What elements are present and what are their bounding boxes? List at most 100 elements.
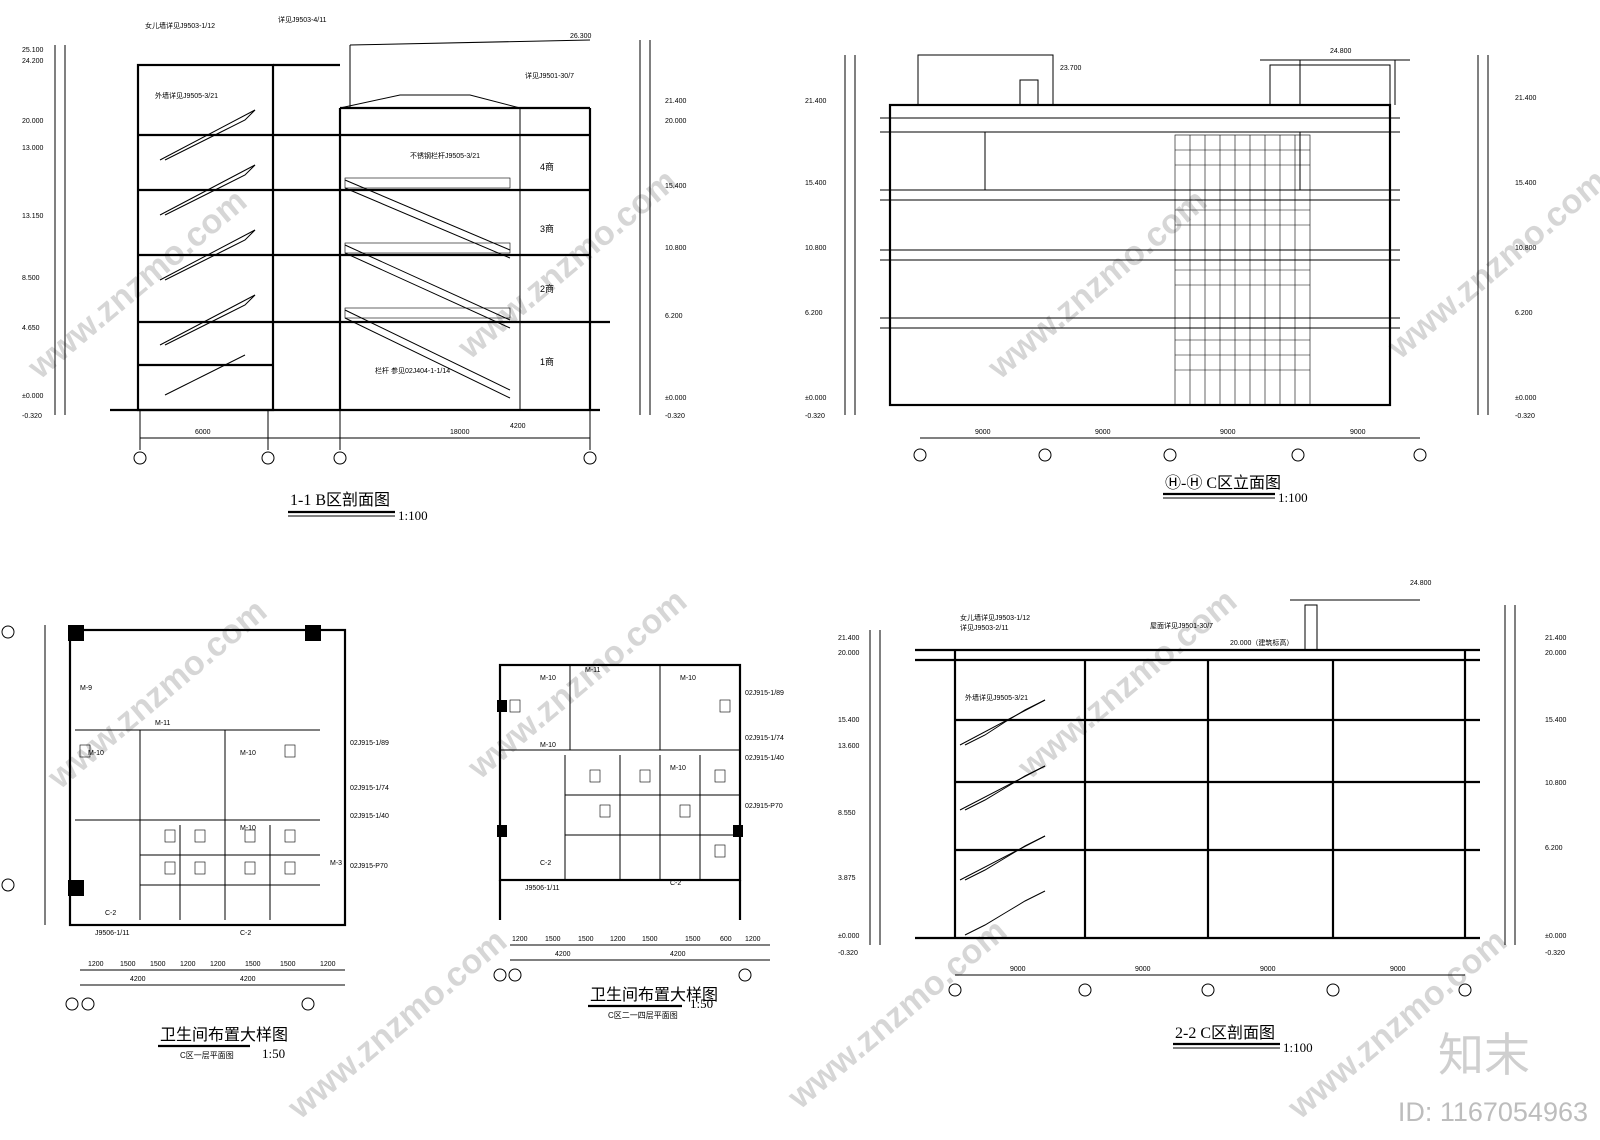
drawing-title: 卫生间布置大样图 xyxy=(160,1026,288,1044)
elevation-mark: -0.320 xyxy=(805,413,825,420)
level-column-left: 21.400 15.400 10.800 6.200 ±0.000 -0.320 xyxy=(805,55,856,420)
dimension-text: 1200 xyxy=(210,961,226,968)
elevation-mark: 26.300 xyxy=(570,33,592,40)
elevation-mark: 21.400 xyxy=(1545,635,1567,642)
watermark-layer: www.znzmo.com www.znzmo.com www.znzmo.co… xyxy=(20,162,1600,1127)
dimension-text: 4200 xyxy=(670,951,686,958)
partition-walls xyxy=(500,665,740,880)
elevation-mark: 25.100 xyxy=(22,47,44,54)
annotation-text: J9506-1/11 xyxy=(525,885,560,892)
level-column-right: 21.400 20.000 15.400 10.800 6.200 ±0.000… xyxy=(1504,605,1567,957)
door-label: C-2 xyxy=(240,930,251,937)
drawing-scale: 1:50 xyxy=(262,1046,285,1061)
annotation-text: J9506-1/11 xyxy=(95,930,130,937)
elevation-mark: 24.800 xyxy=(1410,580,1432,587)
drawing-subtitle: C区二一四层平面图 xyxy=(608,1011,678,1020)
elevation-mark: 21.400 xyxy=(1515,95,1537,102)
elevation-mark: -0.320 xyxy=(1515,413,1535,420)
annotation-text: 02J915-1/40 xyxy=(745,755,784,762)
watermark-text: www.znzmo.com xyxy=(40,592,274,797)
elevation-mark: 10.800 xyxy=(665,245,687,252)
elevation-mark: 23.700 xyxy=(1060,65,1082,72)
watermark-text: www.znzmo.com xyxy=(1380,162,1600,367)
axis-markers xyxy=(948,983,1472,997)
elevation-mark: 15.400 xyxy=(665,183,687,190)
fixtures xyxy=(79,744,296,875)
door-label: M-10 xyxy=(240,825,256,832)
dimension-text: 1500 xyxy=(685,936,701,943)
elevation-mark: 20.000 xyxy=(22,118,44,125)
stair-flights xyxy=(959,699,1046,936)
elevation-mark: 20.000 xyxy=(665,118,687,125)
elevation-mark: 6.200 xyxy=(1515,310,1533,317)
elevation-mark: 8.550 xyxy=(838,810,856,817)
annotation-text: 02J915-P70 xyxy=(745,803,783,810)
annotation-text: 外墙详见J9505-3/21 xyxy=(965,693,1028,702)
elevation-mark: 6.200 xyxy=(1545,845,1563,852)
toilet-plan-b: M-10 M-11 M-10 M-10 M-10 C-2 C-2 02J915-… xyxy=(493,663,784,1020)
elevation-mark: ±0.000 xyxy=(838,933,859,940)
elevation-c: 24.800 23.700 21.400 15.400 10.800 6.200… xyxy=(805,48,1537,505)
door-label: M-11 xyxy=(585,667,601,674)
room-label: 3商 xyxy=(540,223,554,234)
elevation-mark: -0.320 xyxy=(1545,950,1565,957)
annotation-text: 详见J9501-30/7 xyxy=(525,71,574,80)
door-label: M-10 xyxy=(240,750,256,757)
dimension-text: 4200 xyxy=(510,423,526,430)
annotation-text: 02J915-1/74 xyxy=(350,785,389,792)
dimension-text: 9000 xyxy=(975,429,991,436)
dimension-text: 1500 xyxy=(545,936,561,943)
dimension-text: 18000 xyxy=(450,429,470,436)
elevation-mark: 24.200 xyxy=(22,58,44,65)
elevation-mark: 20.000 xyxy=(1545,650,1567,657)
brand-logo: 知末 xyxy=(1438,1028,1530,1082)
annotation-text: 屋面详见J9501-30/7 xyxy=(1150,621,1213,630)
door-label: M-3 xyxy=(330,860,342,867)
annotation-text: 详见J9503-4/11 xyxy=(278,15,327,24)
level-column-right: 21.400 20.000 15.400 10.800 6.200 ±0.000… xyxy=(639,40,687,420)
elevation-mark: 13.150 xyxy=(22,213,44,220)
annotation-text: 栏杆 参见02J404-1-1/14 xyxy=(375,366,450,375)
drawing-scale: 1:50 xyxy=(690,996,713,1011)
dimension-text: 9000 xyxy=(1010,966,1026,973)
elevation-mark: 21.400 xyxy=(805,98,827,105)
level-column-right: 21.400 15.400 10.800 6.200 ±0.000 -0.320 xyxy=(1477,55,1537,420)
dimension-text: 4200 xyxy=(240,976,256,983)
elevation-mark: 6.200 xyxy=(805,310,823,317)
elevation-mark: 6.200 xyxy=(665,313,683,320)
annotation-text: 详见J9503-2/11 xyxy=(960,623,1009,632)
dimension-text: 1500 xyxy=(280,961,296,968)
escalator xyxy=(344,177,511,399)
elevation-mark: -0.320 xyxy=(665,413,685,420)
watermark-text: www.znzmo.com xyxy=(450,162,684,367)
elevation-mark: ±0.000 xyxy=(1545,933,1566,940)
door-label: M-11 xyxy=(155,720,171,727)
elevation-mark: -0.320 xyxy=(22,413,42,420)
dimension-text: 9000 xyxy=(1220,429,1236,436)
dimension-text: 4200 xyxy=(555,951,571,958)
axis-markers xyxy=(1,625,315,1011)
watermark-text: www.znzmo.com xyxy=(460,582,694,787)
door-label: C-2 xyxy=(105,910,116,917)
section-2-2: 屋面详见J9501-30/7 女儿墙详见J9503-1/12 详见J9503-2… xyxy=(838,580,1567,1055)
dimension-text: 6000 xyxy=(195,429,211,436)
drawing-subtitle: C区一层平面图 xyxy=(180,1051,234,1060)
watermark-text: www.znzmo.com xyxy=(780,912,1014,1117)
drawing-scale: 1:100 xyxy=(1278,490,1308,505)
floor-bands xyxy=(880,117,1400,329)
elevation-mark: ±0.000 xyxy=(665,395,686,402)
elevation-mark: ±0.000 xyxy=(22,393,43,400)
elevation-mark: 10.800 xyxy=(1515,245,1537,252)
floor-slabs xyxy=(915,648,1480,940)
door-label: M-10 xyxy=(540,675,556,682)
annotation-text: 不锈钢栏杆J9505-3/21 xyxy=(410,151,480,160)
elevation-mark: 15.400 xyxy=(1515,180,1537,187)
curtain-wall xyxy=(1174,134,1311,406)
elevation-mark: ±0.000 xyxy=(805,395,826,402)
drawing-title: 2-2 C区剖面图 xyxy=(1175,1024,1275,1042)
dimension-text: 1500 xyxy=(245,961,261,968)
dimension-text: 1500 xyxy=(578,936,594,943)
drawing-title: 1-1 B区剖面图 xyxy=(290,491,390,509)
door-label: C-2 xyxy=(670,880,681,887)
